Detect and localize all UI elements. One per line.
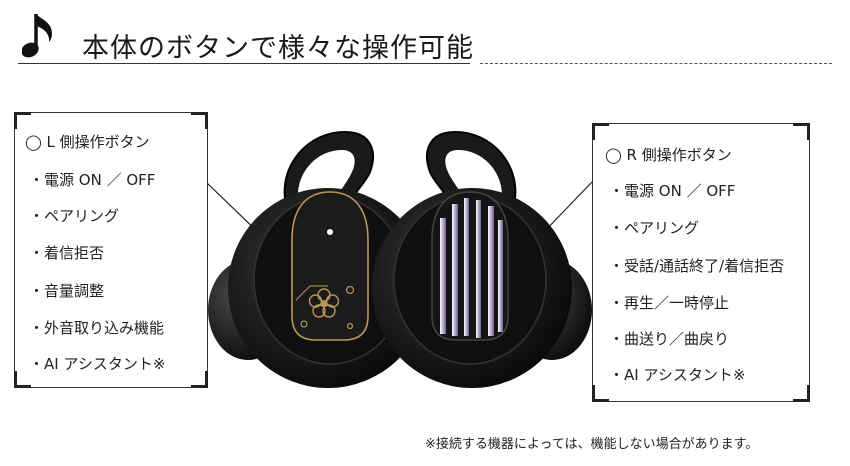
left-button-panel: ◯ L 側操作ボタン ・電源 ON ／ OFF ・ペアリング ・着信拒否 ・音量… [14,112,208,388]
left-panel-item: ・音量調整 [29,282,105,300]
left-panel-heading: ◯ L 側操作ボタン [25,133,150,151]
sakura-icon [308,288,340,318]
left-touch-button[interactable] [291,191,369,341]
page-title: 本体のボタンで様々な操作可能 [82,33,474,64]
left-panel-item: ・着信拒否 [29,244,105,262]
left-panel-item: ・外音取り込み機能 [29,319,165,337]
right-earbud [372,130,592,388]
header: 本体のボタンで様々な操作可能 [18,6,848,66]
left-panel-item: ・電源 ON ／ OFF [29,171,156,189]
left-panel-item: ・ペアリング [29,207,120,225]
right-panel-item: ・ペアリング [609,219,700,237]
stripe-pattern [440,198,503,338]
right-button-panel: ◯ R 側操作ボタン ・電源 ON ／ OFF ・ペアリング ・受話/通話終了/… [592,123,810,402]
right-panel-item: ・再生／一時停止 [609,294,730,312]
right-panel-item: ・曲送り／曲戻り [609,330,730,348]
left-earbud [208,130,428,388]
left-panel-item: ・AI アシスタント※ [29,355,166,373]
right-touch-button[interactable] [431,191,509,341]
right-panel-item: ・AI アシスタント※ [609,366,746,384]
right-panel-item: ・受話/通話終了/着信拒否 [609,257,785,275]
title-dashed-line [480,63,832,64]
earbuds-illustration [208,130,592,388]
title-underline [18,63,470,64]
footnote: ※接続する機器によっては、機能しない場合があります。 [425,437,759,452]
right-panel-item: ・電源 ON ／ OFF [609,182,736,200]
music-note-icon [22,14,52,58]
right-panel-heading: ◯ R 側操作ボタン [605,146,732,164]
